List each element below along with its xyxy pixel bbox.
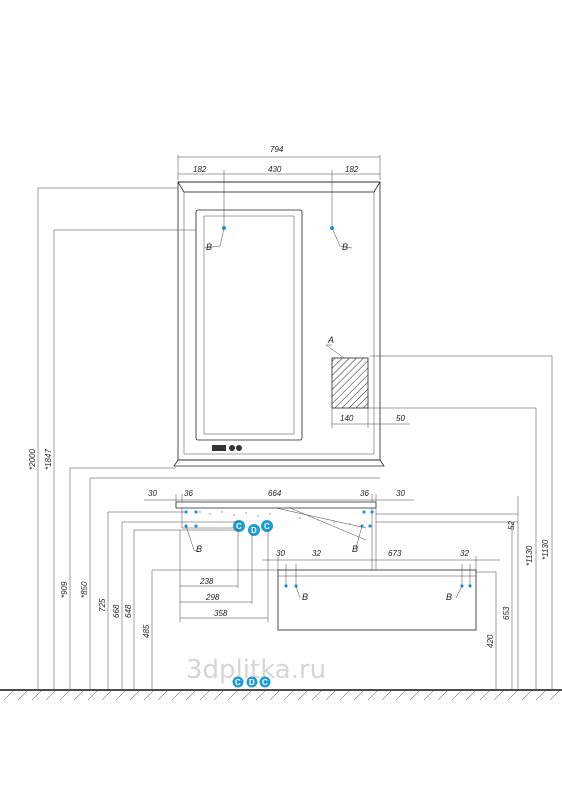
dim-cab-l-gap: 30: [148, 489, 157, 498]
cdc-markers-top: C D C: [233, 520, 273, 536]
label-b-cabinet-right: B: [352, 544, 358, 554]
dim-h-298: 298: [205, 593, 220, 602]
dim-v-485: 485: [142, 624, 151, 638]
dim-mirror-right: 182: [345, 165, 359, 174]
dim-ledger-a: 140: [340, 414, 354, 423]
label-b-drawer-left: B: [302, 592, 308, 602]
horizontal-dimensions: 238 298 358: [179, 528, 269, 622]
marker-d-1: D: [251, 526, 257, 535]
dim-mirror-mid: 430: [268, 165, 282, 174]
dim-v-420: 420: [486, 634, 495, 648]
label-a: A: [327, 335, 334, 345]
mirror-dimensions: 794 182 430 182 B B: [177, 145, 381, 252]
cabinet-dimensions: 30 36 664 36 30: [144, 489, 414, 502]
marker-d-2: D: [249, 678, 255, 687]
dim-drawer-a: 30: [276, 549, 285, 558]
dim-v-850: *850: [80, 581, 89, 598]
control-panel: [212, 445, 226, 451]
section-a: A 140 50: [325, 335, 410, 428]
drawer: 30 32 673 32 B B: [262, 549, 500, 631]
label-b-drawer-right: B: [446, 592, 452, 602]
dim-drawer-b: 32: [312, 549, 321, 558]
cdc-markers-bottom: C D C: [232, 676, 271, 688]
marker-c-3: C: [235, 678, 241, 687]
dim-v-1130-b: *1130: [525, 545, 534, 566]
dim-mirror-width: 794: [270, 145, 284, 154]
marker-c-4: C: [262, 678, 268, 687]
label-b-mirror-right: B: [342, 242, 348, 252]
dim-v-648: 648: [124, 604, 133, 618]
dim-v-1847: *1847: [44, 449, 53, 470]
dim-mirror-left: 182: [193, 165, 207, 174]
cabinet: B B: [175, 501, 377, 570]
label-b-mirror-left: B: [206, 242, 212, 252]
floor: [0, 689, 562, 701]
dim-drawer-mid: 673: [388, 549, 402, 558]
marker-c-1: C: [236, 522, 242, 531]
dim-cab-l-w: 36: [184, 489, 193, 498]
dim-v-52: 52: [507, 521, 516, 530]
dim-v-2000: *2000: [28, 449, 37, 470]
dim-v-653: 653: [502, 606, 511, 620]
dim-cab-mid: 664: [268, 489, 282, 498]
mirror-cabinet: [173, 181, 385, 467]
dim-v-1130-a: *1130: [541, 539, 550, 560]
dim-drawer-c: 32: [460, 549, 469, 558]
dim-h-358: 358: [214, 609, 228, 618]
dim-cab-r-w: 36: [360, 489, 369, 498]
dim-cab-r-gap: 30: [396, 489, 405, 498]
dim-v-668: 668: [112, 604, 121, 618]
dim-ledger-b: 50: [396, 414, 405, 423]
dim-v-909: *909: [60, 581, 69, 598]
left-vertical-dimensions: *2000 *1847 *909 *850 725 668 648 485: [28, 187, 380, 690]
right-vertical-dimensions: *1130 *1130 52 653 420: [368, 355, 553, 690]
label-b-cabinet: B: [196, 544, 202, 554]
dim-v-725: 725: [98, 598, 107, 612]
marker-c-2: C: [264, 522, 270, 531]
dim-h-238: 238: [199, 577, 214, 586]
